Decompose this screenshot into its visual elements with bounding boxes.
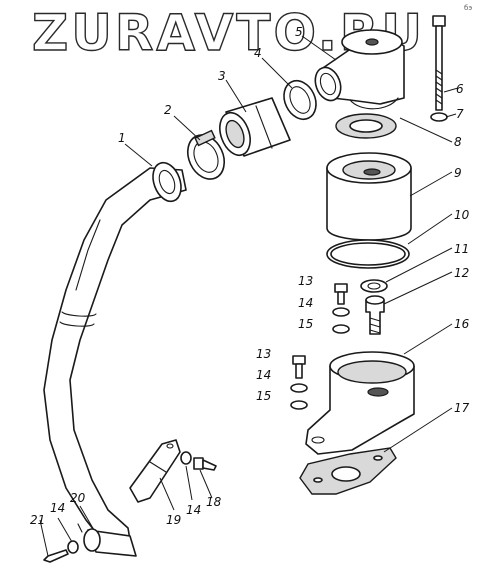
part-17-flange-gasket	[299, 447, 397, 495]
part-20-pipe-clamp	[77, 523, 137, 557]
callout-13-lower: 13	[256, 347, 271, 361]
part-19-bracket	[129, 439, 181, 503]
callout-14-lower: 14	[256, 368, 271, 382]
corner-mark: бэ	[464, 4, 472, 12]
callout-14-bracket: 14	[186, 503, 201, 517]
part-8-gasket-ring	[335, 113, 397, 139]
part-18-bolt	[193, 457, 217, 471]
part-15-lockwasher-upper	[332, 324, 350, 334]
callout-12: 12	[454, 266, 469, 280]
callout-10: 10	[454, 208, 470, 222]
part-10-o-ring	[326, 239, 410, 269]
callout-19: 19	[166, 513, 181, 527]
callout-11: 11	[454, 242, 469, 256]
callout-2: 2	[164, 103, 172, 117]
callout-5: 5	[295, 25, 303, 39]
callout-4: 4	[254, 46, 262, 60]
part-5-elbow-body	[314, 29, 405, 110]
part-13-bolt-lower	[292, 355, 306, 379]
callout-3: 3	[218, 69, 226, 83]
callout-6: 6	[456, 82, 464, 96]
part-3-rubber-sleeve	[219, 97, 291, 157]
callout-15-upper: 15	[298, 317, 313, 331]
part-7-washer	[430, 112, 448, 122]
callout-21: 21	[30, 513, 45, 527]
callout-labels: 1 2 3 4 5 6 7 8 9 10 11 12 13 14 15 16 1…	[30, 25, 470, 527]
part-6-long-bolt	[432, 15, 446, 111]
callout-9: 9	[454, 166, 462, 180]
part-15-lockwasher-lower	[290, 400, 308, 410]
part-1-intake-pipe	[43, 161, 187, 541]
part-14-washer-lower	[290, 383, 308, 393]
part-12-hollow-bolt	[365, 295, 385, 335]
callout-20: 20	[70, 491, 86, 505]
part-13-bolt-upper	[334, 283, 348, 305]
callout-16: 16	[454, 317, 470, 331]
part-16-filter-base	[305, 351, 415, 455]
callout-8: 8	[454, 135, 462, 149]
callout-7: 7	[456, 107, 464, 121]
callout-18: 18	[206, 495, 222, 509]
part-21-bolt	[43, 549, 69, 563]
part-14-washer-upper	[332, 307, 350, 317]
part-9-filter-cup	[326, 152, 412, 241]
callout-15-lower: 15	[256, 389, 271, 403]
part-14-washer-bracket	[180, 451, 192, 465]
callout-1: 1	[118, 131, 126, 145]
callout-14-upper: 14	[298, 296, 313, 310]
callout-13-upper: 13	[298, 274, 313, 288]
part-4-clamp	[283, 79, 317, 121]
callout-14-clamp: 14	[50, 501, 65, 515]
leader-lines	[39, 35, 459, 557]
part-11-washer	[360, 279, 388, 293]
part-14-washer-clamp	[67, 540, 79, 554]
callout-17: 17	[454, 401, 470, 415]
